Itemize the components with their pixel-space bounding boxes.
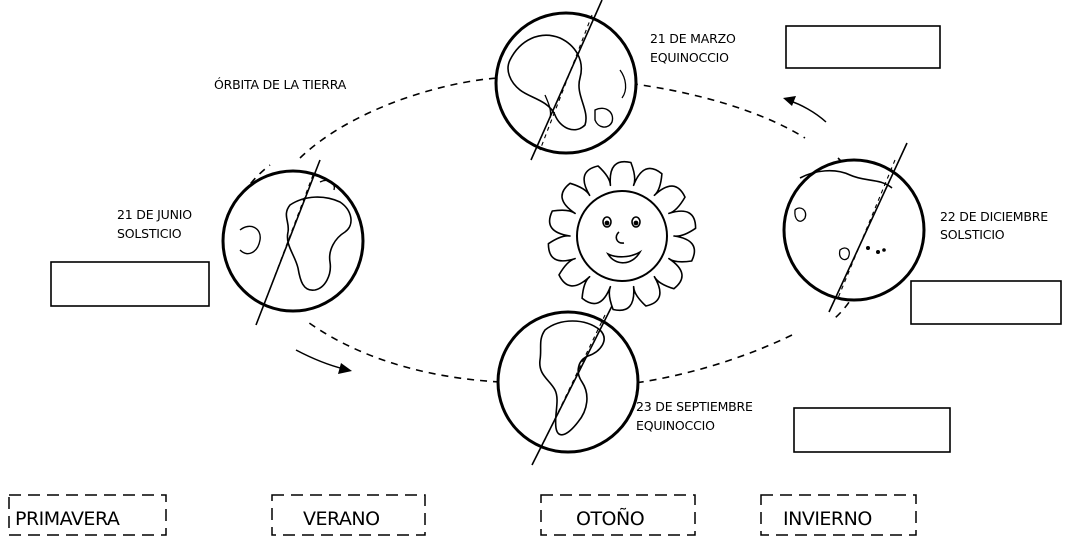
svg-text:INVIERNO: INVIERNO <box>783 508 872 530</box>
season-word-primavera[interactable]: PRIMAVERA <box>8 494 167 536</box>
earth-march-globe <box>494 0 638 161</box>
answer-box-september[interactable] <box>793 407 951 453</box>
season-word-verano[interactable]: VERANO <box>271 494 426 536</box>
orbit-direction-arrow-top <box>783 96 827 123</box>
svg-text:OTOÑO: OTOÑO <box>576 507 644 530</box>
sun-illustration <box>547 160 697 312</box>
season-word-invierno[interactable]: INVIERNO <box>760 494 917 536</box>
svg-text:VERANO: VERANO <box>303 508 380 530</box>
answer-box-june[interactable] <box>50 261 210 307</box>
earth-december-globe <box>782 142 926 313</box>
earth-september-globe <box>496 299 640 466</box>
season-word-otono[interactable]: OTOÑO <box>540 494 696 536</box>
september-type-label: EQUINOCCIO <box>636 418 715 433</box>
orbit-label: ÓRBITA DE LA TIERRA <box>214 77 347 92</box>
sun-face-icon <box>602 216 643 264</box>
march-date-label: 21 DE MARZO <box>650 31 736 46</box>
answer-box-december[interactable] <box>910 280 1062 325</box>
june-date-label: 21 DE JUNIO <box>117 207 192 222</box>
svg-text:PRIMAVERA: PRIMAVERA <box>15 508 120 530</box>
march-type-label: EQUINOCCIO <box>650 50 729 65</box>
earth-june-globe <box>221 159 365 326</box>
september-date-label: 23 DE SEPTIEMBRE <box>636 399 753 414</box>
june-type-label: SOLSTICIO <box>117 226 182 241</box>
answer-box-march[interactable] <box>785 25 941 69</box>
december-date-label: 22 DE DICIEMBRE <box>940 209 1048 224</box>
orbit-direction-arrow-bottom <box>295 349 352 374</box>
december-type-label: SOLSTICIO <box>940 227 1005 242</box>
